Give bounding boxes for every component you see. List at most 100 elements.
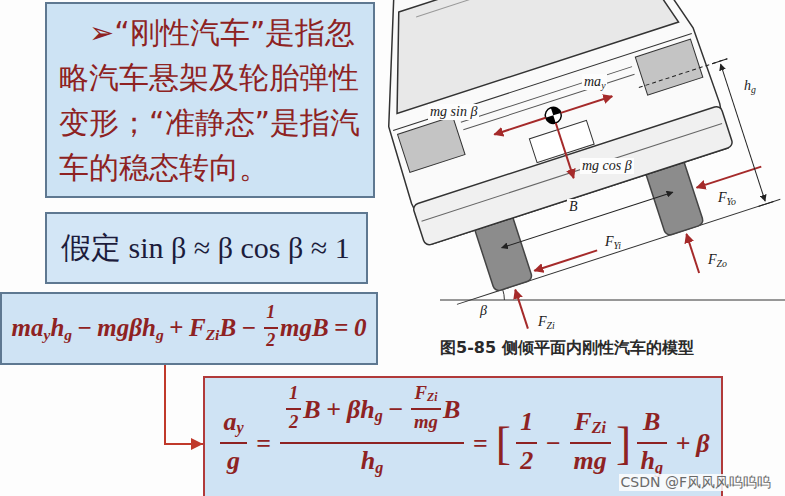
fraction: 12	[264, 302, 278, 355]
force-label-text: F	[538, 314, 547, 329]
fraction: FZi mg	[411, 382, 441, 437]
force-label: FZi	[536, 314, 557, 330]
tail-light	[398, 116, 466, 172]
subscript: g	[375, 407, 383, 426]
force-label-text: mg sin β	[430, 104, 477, 119]
angle-arc	[503, 290, 505, 301]
math-symbol: B	[219, 314, 236, 343]
math-symbol: mgβh	[97, 314, 156, 343]
force-arrow	[556, 123, 574, 178]
force-label: mg cos β	[580, 158, 634, 174]
math-operator: +	[169, 314, 183, 343]
subscript: Zi	[427, 391, 437, 404]
subscript: g	[156, 326, 164, 344]
denominator: hg	[280, 444, 464, 476]
math-symbol: 1	[289, 382, 298, 404]
subscript: g	[64, 326, 72, 344]
car-body	[328, 0, 785, 351]
watermark-text: CSDN @F风风风呜呜呜	[621, 474, 771, 490]
numerator: 12B+βhg−FZimgB	[280, 382, 464, 444]
dimension-line	[502, 192, 673, 248]
window-line	[416, 0, 618, 17]
math-symbol: 0	[354, 314, 367, 343]
math-symbol: F	[574, 407, 591, 437]
assumption-text: 假定 sin β ≈ β cos β ≈ 1	[61, 231, 350, 266]
math-symbol: h	[50, 314, 64, 343]
note-box: ➢“刚性汽车”是指忽略汽车悬架及轮胎弹性变形；“准静态”是指汽车的稳态转向。	[45, 2, 375, 198]
text-block: ➢“刚性汽车”是指忽略汽车悬架及轮胎弹性变形；“准静态”是指汽车的稳态转向。	[59, 10, 361, 190]
equation-box: mayhg−mgβhg+FZiB−12mgB=0	[0, 292, 378, 365]
rear-window	[367, 0, 678, 114]
numerator: FZi	[570, 407, 611, 444]
numerator: 1	[286, 382, 301, 409]
force-label-text: ma	[584, 74, 601, 89]
math-symbol: 2	[266, 330, 275, 351]
subscript: Yi	[614, 240, 621, 251]
denominator: mg	[570, 444, 611, 476]
dimension-label-text: B	[569, 199, 578, 214]
math-symbol: B	[643, 407, 660, 437]
math-symbol: a	[223, 407, 236, 437]
dimension-line	[721, 64, 765, 201]
dimension-label-text: h	[744, 78, 751, 93]
trim-line	[463, 74, 634, 130]
force-arrow	[697, 167, 762, 188]
note-text: ➢“刚性汽车”是指忽略汽车悬架及轮胎弹性变形；“准静态”是指汽车的稳态转向。	[59, 10, 361, 190]
math-symbol: F	[415, 382, 427, 404]
force-arrow	[494, 118, 545, 135]
numerator: 1	[516, 407, 537, 444]
subscript: Zi	[206, 326, 220, 344]
math-symbol: F	[189, 314, 206, 343]
force-label: FZo	[706, 252, 729, 268]
subscript: Zo	[717, 258, 727, 269]
force-label-text: F	[718, 190, 727, 205]
watermark: CSDN @F风风风呜呜呜	[619, 474, 773, 491]
math-symbol: 1	[520, 407, 533, 437]
dimension-label: B	[567, 199, 580, 215]
fraction: 12	[516, 407, 537, 481]
center-of-gravity-mark	[543, 105, 563, 125]
math-symbol: 2	[289, 411, 298, 433]
extension-line	[639, 59, 727, 88]
math-operator: −	[242, 314, 256, 343]
force-label-text: F	[605, 234, 614, 249]
fraction: FZimg	[570, 407, 611, 481]
math-symbol: 2	[520, 446, 533, 476]
math-operator: −	[388, 395, 403, 425]
subscript: y	[601, 80, 605, 91]
bumper-trim	[422, 124, 723, 222]
dimension-label: hg	[742, 78, 758, 94]
math-symbol: 1	[266, 302, 275, 323]
force-label: mg sin β	[428, 104, 479, 120]
subscript: Yo	[727, 196, 736, 207]
numerator: B	[637, 407, 667, 444]
math-symbol: h	[361, 446, 375, 476]
force-label: FYi	[603, 234, 623, 250]
assumption-box: 假定 sin β ≈ β cos β ≈ 1	[45, 212, 368, 284]
denominator: hg	[637, 444, 667, 476]
math-operator: =	[473, 429, 488, 459]
denominator: 2	[264, 329, 278, 351]
force-arrow	[515, 290, 528, 329]
force-arrow	[534, 250, 597, 270]
math-operator: −	[546, 429, 561, 459]
math-symbol: B	[303, 395, 320, 425]
denominator: g	[220, 444, 248, 476]
ground-line	[440, 300, 785, 301]
force-label: may	[582, 74, 607, 90]
force-label: FYo	[716, 190, 738, 206]
center-of-gravity	[543, 105, 563, 125]
math-symbol: mgB	[280, 314, 329, 343]
math-symbol: β	[696, 429, 709, 459]
math-symbol: g	[227, 446, 240, 476]
subscript: y	[44, 326, 51, 344]
math-symbol: mg	[574, 446, 607, 476]
math-symbol: B	[443, 395, 460, 425]
force-label-text: F	[708, 252, 717, 267]
denominator: mg	[411, 410, 441, 433]
numerator: 1	[264, 302, 278, 328]
formula: mayhg−mgβhg+FZiB−12mgB=0	[12, 302, 367, 355]
fraction: Bhg	[637, 407, 667, 481]
subscript: y	[236, 419, 243, 438]
